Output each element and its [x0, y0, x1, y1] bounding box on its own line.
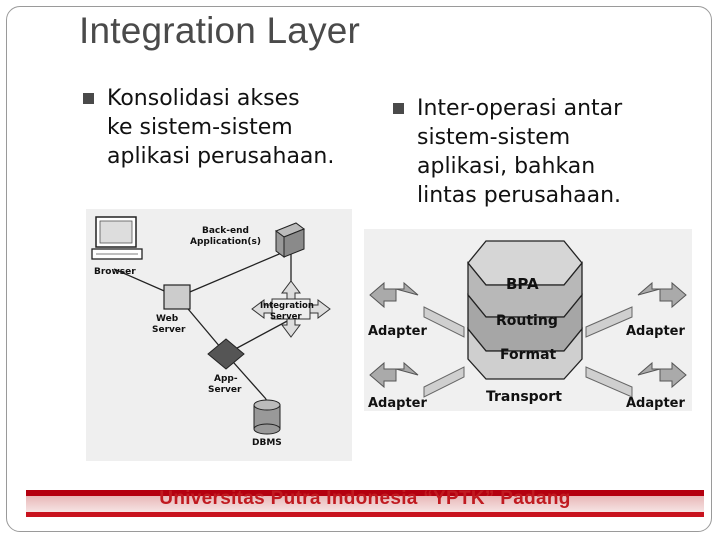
backend-label-2: Application(s) — [190, 237, 261, 247]
adapter-label: Adapter — [626, 324, 685, 339]
transport-label: Transport — [486, 389, 562, 405]
bullet-square-icon — [83, 93, 94, 104]
university-banner: Universitas Putra Indonesia “YPTK” Padan… — [26, 488, 704, 522]
web-label-2: Server — [152, 325, 186, 335]
routing-label: Routing — [496, 313, 558, 329]
web-server-icon — [163, 284, 191, 310]
browser-computer-icon — [91, 216, 143, 260]
bpa-label: BPA — [506, 275, 539, 293]
bullet-right-text: Inter-operasi antar sistem-sistem aplika… — [417, 96, 623, 208]
dbms-cylinder-icon — [253, 399, 281, 435]
integration-server-icon — [251, 280, 331, 338]
adapter-label: Adapter — [368, 324, 427, 339]
slide-title: Integration Layer — [79, 10, 361, 51]
banner-band — [26, 496, 704, 512]
bullet-left: Konsolidasi akses ke sistem-sistem aplik… — [83, 84, 373, 171]
adapter-label: Adapter — [626, 396, 685, 411]
app-label-2: Server — [208, 385, 242, 395]
backend-cube-icon — [274, 222, 306, 258]
dbms-label: DBMS — [252, 438, 282, 448]
backend-label-1: Back-end — [202, 226, 249, 236]
banner-stripe — [26, 512, 704, 517]
bpa-stack-diagram: BPA Routing Format Transport Adapter Ada… — [364, 229, 692, 411]
app-server-icon — [207, 338, 245, 370]
integration-label-2: Server — [270, 312, 302, 322]
architecture-diagram: Browser Back-end Application(s) Web Serv… — [86, 209, 352, 461]
browser-label: Browser — [94, 267, 136, 277]
format-label: Format — [500, 347, 557, 363]
bullet-square-icon — [393, 103, 404, 114]
banner-stripe — [26, 490, 704, 496]
adapter-arrows — [369, 281, 687, 389]
bullet-left-text: Konsolidasi akses ke sistem-sistem aplik… — [107, 86, 335, 169]
adapter-label: Adapter — [368, 396, 427, 411]
app-label-1: App- — [214, 374, 238, 384]
banner-text: Universitas Putra Indonesia “YPTK” Padan… — [159, 488, 571, 509]
web-label-1: Web — [156, 314, 179, 324]
bullet-right: Inter-operasi antar sistem-sistem aplika… — [393, 94, 693, 210]
stack-icon — [467, 240, 583, 380]
integration-label-1: Integration — [260, 301, 314, 311]
